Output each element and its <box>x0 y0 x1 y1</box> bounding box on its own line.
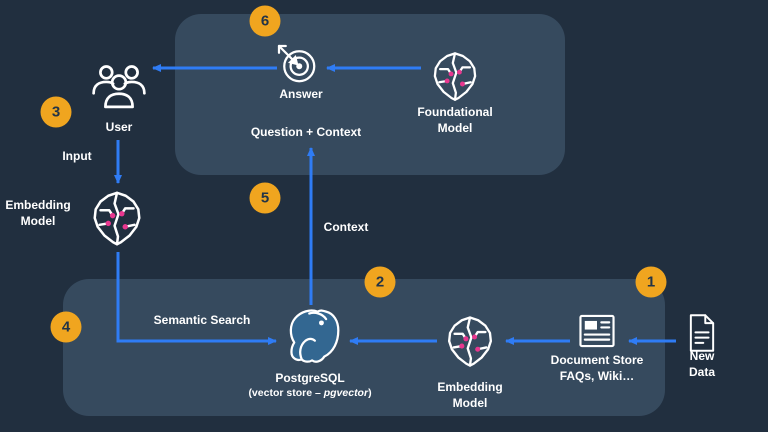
embedding-model-left-label: Embedding Model <box>5 198 70 230</box>
question-context-label: Question + Context <box>250 125 362 140</box>
postgresql-label: PostgreSQL (vector store – pgvector) <box>248 371 371 401</box>
document-store-line1: Document Store <box>550 353 644 368</box>
semantic-search-label: Semantic Search <box>153 313 251 328</box>
target-arrow-icon <box>273 40 321 88</box>
user-label: User <box>105 120 133 135</box>
step-badge-3: 3 <box>40 96 72 128</box>
embedding-model-brain-icon-bottom <box>441 313 499 371</box>
embedding-model-brain-icon-left <box>86 188 148 250</box>
document-store-line2: FAQs, Wiki… <box>559 369 635 383</box>
embedding-bottom-line1: Embedding <box>437 380 503 395</box>
foundational-line1: Foundational <box>417 105 493 120</box>
postgresql-elephant-icon <box>283 306 343 366</box>
foundational-model-brain-icon <box>427 49 483 105</box>
user-group-icon <box>90 57 148 115</box>
pg-sub-prefix: (vector store – <box>248 386 324 399</box>
step-badge-6: 6 <box>249 5 281 37</box>
step-badge-1: 1 <box>635 266 667 298</box>
answer-label: Answer <box>279 87 323 102</box>
generation-panel <box>175 14 565 175</box>
step-badge-4: 4 <box>50 311 82 343</box>
step-badge-5: 5 <box>249 182 281 214</box>
document-icon <box>681 312 723 354</box>
document-store-label: Document Store FAQs, Wiki… <box>551 353 644 385</box>
new-data-line1: New <box>689 349 715 364</box>
new-data-line2: Data <box>688 365 716 379</box>
input-label: Input <box>62 149 92 164</box>
new-data-label: New Data <box>689 349 715 381</box>
foundational-line2: Model <box>437 121 473 135</box>
newspaper-icon <box>574 308 620 354</box>
embedding-left-line1: Embedding <box>5 198 71 213</box>
step-badge-2: 2 <box>364 266 396 298</box>
context-label: Context <box>323 220 369 235</box>
embedding-model-bottom-label: Embedding Model <box>437 380 502 412</box>
postgresql-sublabel: (vector store – pgvector) <box>248 387 371 401</box>
foundational-model-label: Foundational Model <box>417 105 492 137</box>
embedding-bottom-line2: Model <box>452 396 488 410</box>
pg-sub-italic: pgvector <box>323 386 369 399</box>
pg-sub-suffix: ) <box>368 386 372 399</box>
postgresql-title: PostgreSQL <box>275 371 345 386</box>
embedding-left-line2: Model <box>20 214 56 228</box>
